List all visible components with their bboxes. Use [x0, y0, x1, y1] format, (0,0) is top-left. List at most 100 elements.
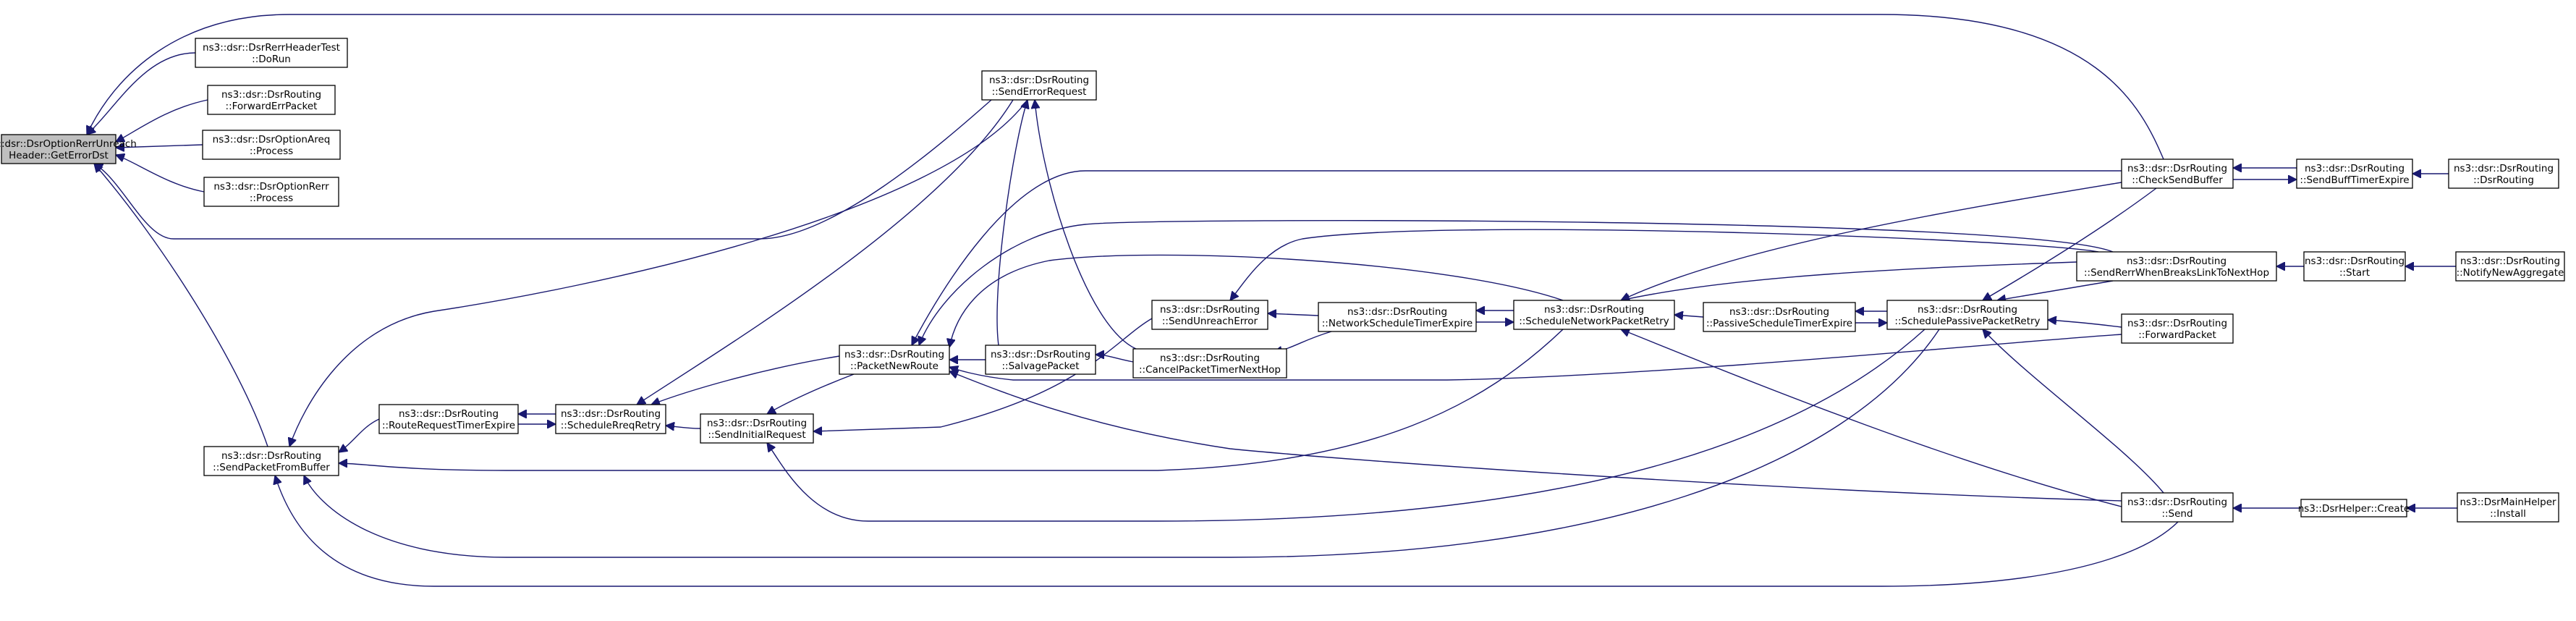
- edge-areq-to-root: [116, 145, 203, 148]
- node-label-line: ns3::dsr::DsrOptionRerrUnreach: [0, 138, 137, 150]
- node-pktnewroute[interactable]: ns3::dsr::DsrRouting::PacketNewRoute: [839, 345, 950, 375]
- node-label-line: ns3::dsr::DsrOptionRerr: [213, 181, 329, 193]
- node-label-line: ns3::dsr::DsrRouting: [2127, 255, 2227, 267]
- node-label-line: ::SendPacketFromBuffer: [213, 462, 330, 473]
- edge-sendunreach-to-sendinit: [813, 318, 1153, 431]
- node-box: [981, 70, 1097, 101]
- node-schedreq[interactable]: ns3::dsr::DsrRouting::ScheduleRreqRetry: [555, 404, 666, 434]
- node-label-line: ns3::dsr::DsrRouting: [2127, 497, 2227, 508]
- node-netsched[interactable]: ns3::dsr::DsrRouting::NetworkScheduleTim…: [1318, 302, 1477, 332]
- graph-nodes: ns3::dsr::DsrOptionRerrUnreachHeader::Ge…: [0, 38, 2565, 523]
- node-label-line: ns3::dsr::DsrRouting: [2127, 163, 2227, 174]
- edge-rreqexpire-to-sendfrombuf: [339, 418, 380, 452]
- node-label-line: ::DoRun: [252, 54, 291, 65]
- node-box: [2121, 492, 2234, 523]
- node-label-line: ::ForwardErrPacket: [226, 101, 318, 112]
- node-dsrrouting[interactable]: ns3::dsr::DsrRouting::DsrRouting: [2448, 159, 2559, 189]
- node-label-line: ::NetworkScheduleTimerExpire: [1322, 318, 1473, 329]
- edge-send-to-sendfrombuf: [275, 476, 2179, 587]
- node-box: [195, 38, 348, 68]
- edge-checkbuf-to-schedpassive: [1983, 187, 2157, 300]
- node-box: [2448, 159, 2559, 189]
- node-areq[interactable]: ns3::dsr::DsrOptionAreq::Process: [202, 130, 341, 160]
- edge-send-to-pktnewroute: [949, 371, 2122, 502]
- node-label-line: ::ForwardPacket: [2138, 329, 2216, 341]
- edge-forwarderr-to-root: [116, 99, 208, 142]
- node-label-line: ::ScheduleRreqRetry: [561, 420, 661, 431]
- node-install[interactable]: ns3::DsrMainHelper::Install: [2457, 492, 2559, 523]
- node-senderrreq[interactable]: ns3::dsr::DsrRouting::SendErrorRequest: [981, 70, 1097, 101]
- node-dorun[interactable]: ns3::dsr::DsrRerrHeaderTest::DoRun: [195, 38, 348, 68]
- node-label-line: ::CancelPacketTimerNextHop: [1139, 364, 1281, 376]
- edge-netsched-to-sendunreach: [1268, 313, 1319, 316]
- node-label-line: ::Process: [250, 193, 293, 204]
- edge-pktnewroute-to-schedreq: [651, 355, 840, 405]
- node-box: [207, 85, 336, 115]
- graph-edges: [87, 14, 2457, 587]
- node-label-line: ::SendUnreachError: [1162, 316, 1258, 327]
- node-box: [2121, 313, 2234, 344]
- node-label-line: ::RouteRequestTimerExpire: [382, 420, 515, 431]
- node-label-line: ::SendInitialRequest: [708, 429, 805, 441]
- node-box: [2303, 251, 2406, 282]
- edge-send-to-schednet: [1621, 329, 2122, 507]
- node-box: [203, 177, 339, 207]
- node-rreqexpire[interactable]: ns3::dsr::DsrRouting::RouteRequestTimerE…: [378, 404, 519, 434]
- edge-dorun-to-root: [87, 52, 196, 135]
- node-label-line: ns3::dsr::DsrRouting: [989, 75, 1089, 86]
- node-label-line: ns3::dsr::DsrRouting: [399, 408, 499, 420]
- node-notify[interactable]: ns3::dsr::DsrRouting::NotifyNewAggregate: [2455, 251, 2565, 282]
- node-box: [203, 446, 339, 476]
- node-create[interactable]: ns3::DsrHelper::Create: [2298, 499, 2410, 518]
- edge-rerrproc-to-root: [116, 155, 205, 193]
- node-label-line: ns3::dsr::DsrRouting: [1160, 352, 1260, 364]
- node-label-line: ns3::dsr::DsrRouting: [1918, 304, 2017, 316]
- node-label-line: ns3::dsr::DsrOptionAreq: [213, 134, 331, 145]
- node-schednet[interactable]: ns3::dsr::DsrRouting::ScheduleNetworkPac…: [1513, 300, 1675, 330]
- node-label-line: ns3::dsr::DsrRouting: [2460, 255, 2560, 267]
- node-sendfrombuf[interactable]: ns3::dsr::DsrRouting::SendPacketFromBuff…: [203, 446, 339, 476]
- node-label-line: ns3::dsr::DsrRouting: [2454, 163, 2554, 174]
- node-label-line: ns3::dsr::DsrRouting: [1729, 306, 1829, 318]
- edge-schedpassive-to-sendfrombuf: [304, 329, 1940, 558]
- edge-senderrreq-to-schedreq: [637, 99, 1014, 405]
- node-sendunreach[interactable]: ns3::dsr::DsrRouting::SendUnreachError: [1151, 300, 1268, 330]
- node-box: [1513, 300, 1675, 330]
- node-rerrproc[interactable]: ns3::dsr::DsrOptionRerr::Process: [203, 177, 339, 207]
- edge-send-to-schedpassive: [1983, 329, 2164, 494]
- node-box: [555, 404, 666, 434]
- node-box: [2076, 251, 2277, 282]
- edge-salvage-to-senderrreq: [996, 100, 1028, 346]
- node-box: [839, 345, 950, 375]
- node-sendinit[interactable]: ns3::dsr::DsrRouting::SendInitialRequest: [700, 413, 814, 444]
- node-label-line: ns3::DsrHelper::Create: [2298, 503, 2410, 515]
- node-label-line: ::SendBuffTimerExpire: [2300, 174, 2409, 186]
- node-label-line: ns3::dsr::DsrRerrHeaderTest: [203, 42, 340, 54]
- node-box: [700, 413, 814, 444]
- edge-fwdpkt-to-pktnewroute: [949, 334, 2122, 381]
- node-box: [202, 130, 341, 160]
- edge-cancelpkt-to-senderrreq: [1035, 100, 1137, 350]
- node-sendrerr[interactable]: ns3::dsr::DsrRouting::SendRerrWhenBreaks…: [2076, 251, 2277, 282]
- node-salvage[interactable]: ns3::dsr::DsrRouting::SalvagePacket: [985, 345, 1096, 375]
- node-send[interactable]: ns3::dsr::DsrRouting::Send: [2121, 492, 2234, 523]
- node-label-line: ::SendErrorRequest: [992, 86, 1087, 98]
- node-passiveexp[interactable]: ns3::dsr::DsrRouting::PassiveScheduleTim…: [1703, 302, 1856, 332]
- node-box: [1318, 302, 1477, 332]
- node-fwdpkt[interactable]: ns3::dsr::DsrRouting::ForwardPacket: [2121, 313, 2234, 344]
- node-buffexp[interactable]: ns3::dsr::DsrRouting::SendBuffTimerExpir…: [2296, 159, 2413, 189]
- node-forwarderr[interactable]: ns3::dsr::DsrRouting::ForwardErrPacket: [207, 85, 336, 115]
- node-label-line: ns3::dsr::DsrRouting: [1160, 304, 1260, 316]
- edge-cancelpkt-to-salvage: [1096, 355, 1134, 363]
- node-label-line: ::ScheduleNetworkPacketRetry: [1519, 316, 1669, 327]
- node-cancelpkt[interactable]: ns3::dsr::DsrRouting::CancelPacketTimerN…: [1132, 348, 1287, 379]
- node-box: [2455, 251, 2565, 282]
- node-schedpassive[interactable]: ns3::dsr::DsrRouting::SchedulePassivePac…: [1886, 300, 2048, 330]
- node-checkbuf[interactable]: ns3::dsr::DsrRouting::CheckSendBuffer: [2121, 159, 2234, 189]
- node-start[interactable]: ns3::dsr::DsrRouting::Start: [2303, 251, 2406, 282]
- node-label-line: ns3::dsr::DsrRouting: [2305, 255, 2405, 267]
- node-box: [1, 134, 116, 164]
- node-label-line: ::Process: [250, 145, 293, 157]
- edge-checkbuf-to-root: [87, 14, 2164, 160]
